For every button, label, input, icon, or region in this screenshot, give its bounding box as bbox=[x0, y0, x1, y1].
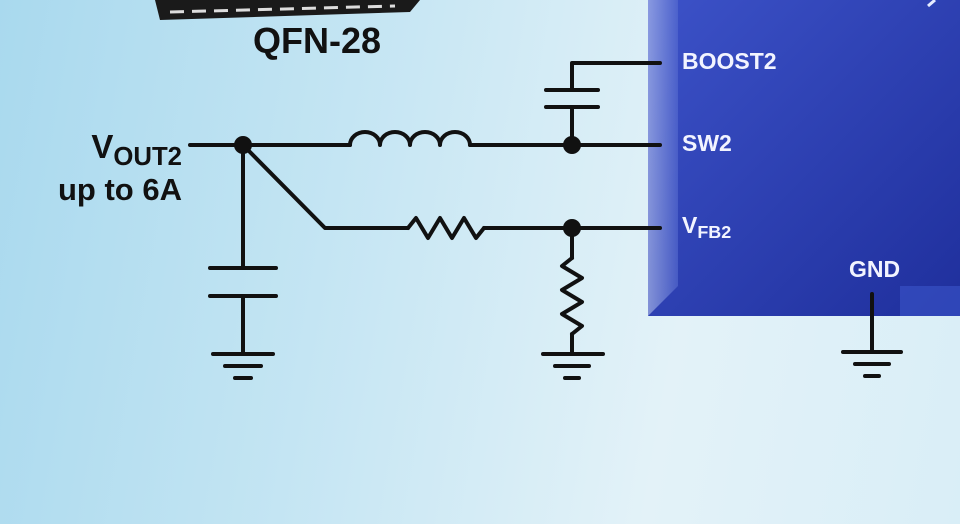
package-label: QFN-28 bbox=[253, 20, 382, 61]
output-capacitor bbox=[208, 143, 278, 356]
vout-main: V bbox=[91, 128, 114, 165]
ground-symbol-resistor bbox=[541, 352, 605, 380]
output-current-label: up to 6A bbox=[58, 172, 182, 207]
inductor bbox=[188, 130, 662, 147]
feedback-resistor-top bbox=[241, 143, 662, 240]
ground-symbol-cap bbox=[211, 352, 275, 380]
boost-capacitor bbox=[544, 61, 662, 147]
pin-sw2-label: SW2 bbox=[682, 130, 732, 156]
vfb-subscript: FB2 bbox=[697, 222, 732, 243]
junction-vout bbox=[234, 136, 252, 154]
junction-fb bbox=[563, 219, 581, 237]
junction-sw bbox=[563, 136, 581, 154]
pin-vfb2-label: VFB2 bbox=[682, 212, 731, 243]
vfb-main: V bbox=[682, 212, 698, 238]
pin-gnd-label: GND bbox=[849, 256, 901, 282]
pin-boost2-label: BOOST2 bbox=[682, 48, 777, 74]
feedback-resistor-bottom bbox=[560, 226, 584, 356]
vout-subscript: OUT2 bbox=[113, 143, 182, 172]
package-image bbox=[155, 0, 420, 20]
ic-chip bbox=[648, 0, 960, 316]
vout-label: VOUT2 bbox=[91, 128, 182, 172]
ground-symbol-gnd bbox=[841, 350, 903, 378]
